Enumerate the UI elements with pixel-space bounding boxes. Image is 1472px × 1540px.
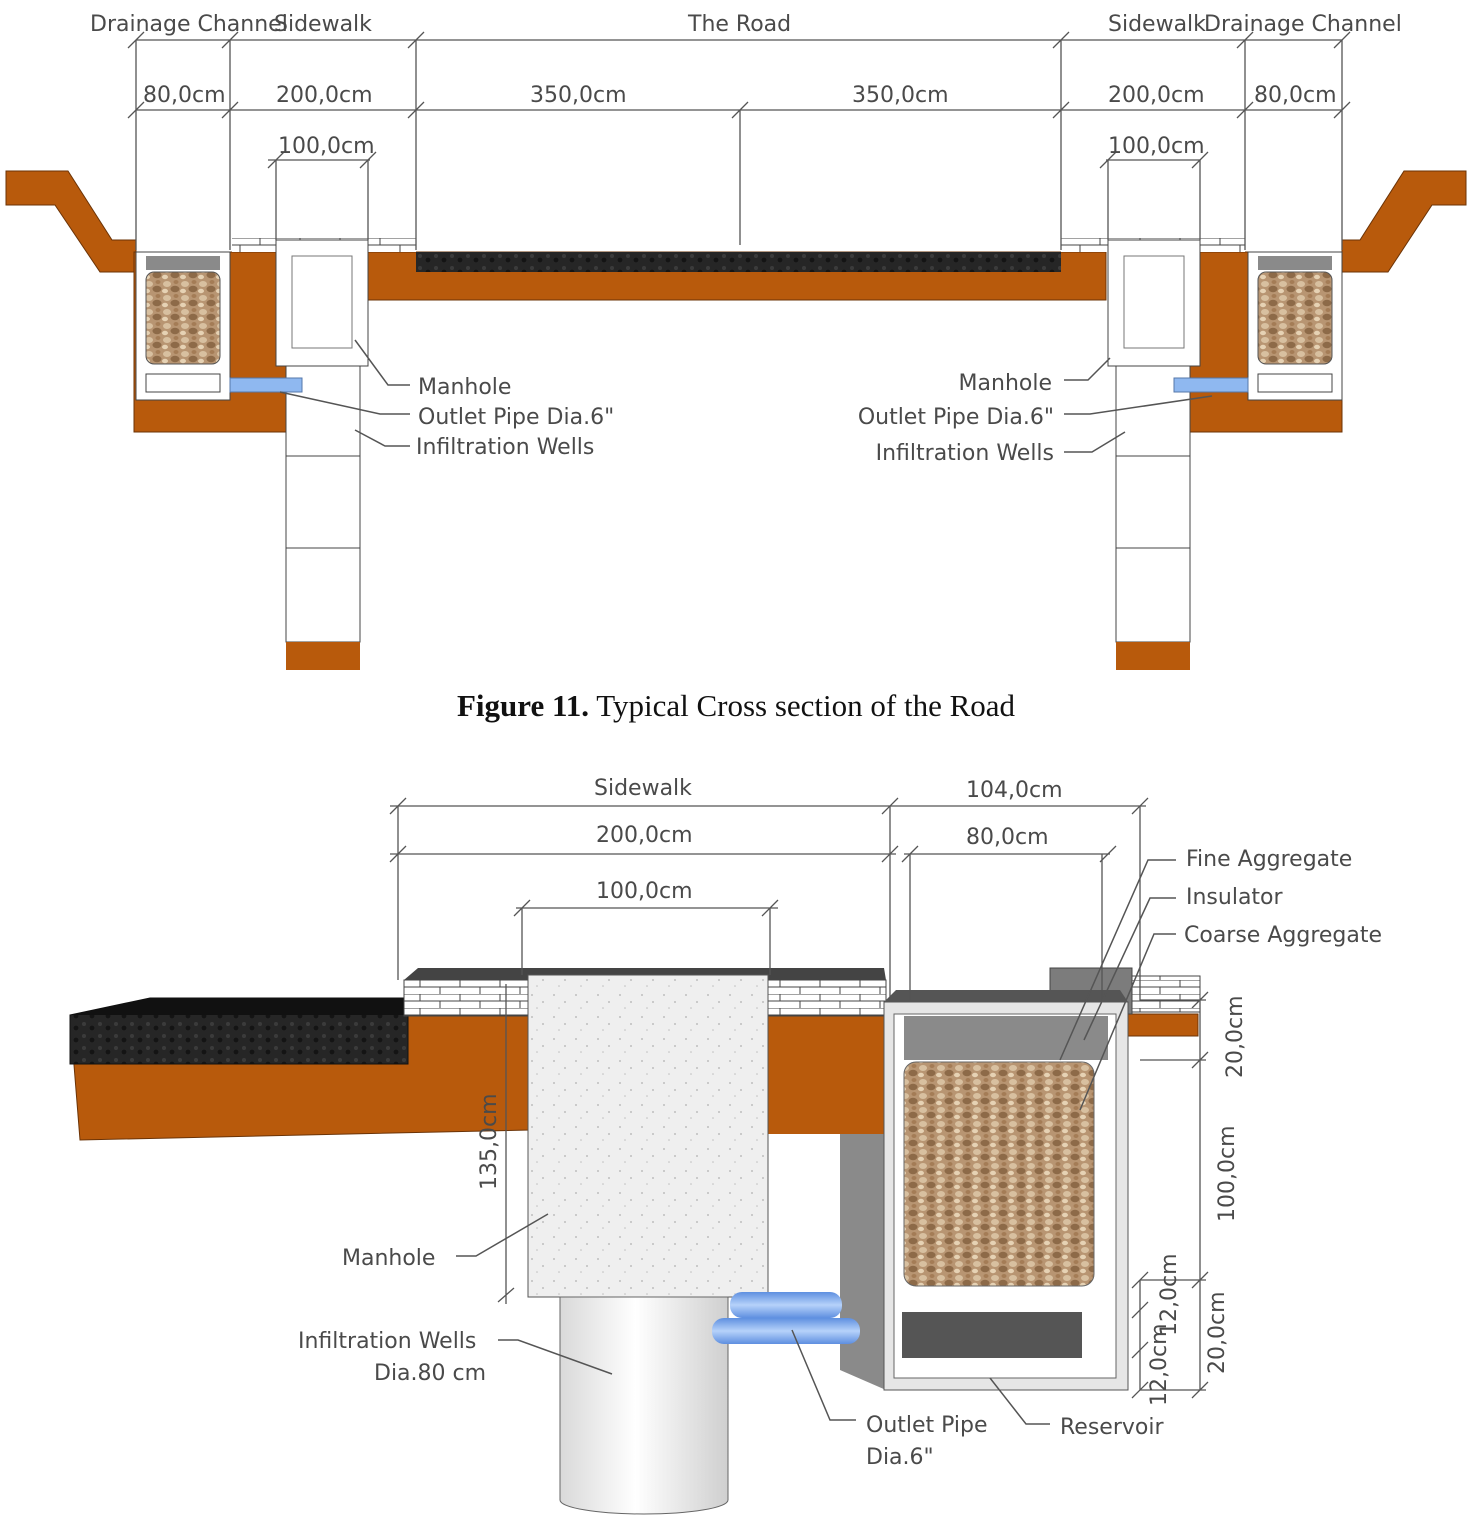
- dim-depth-a: 12,0cm: [1157, 1253, 1182, 1336]
- detail-drawing: Sidewalk 200,0cm 100,0cm 104,0cm 80,0cm …: [69, 776, 1382, 1515]
- header-sidewalk-left: Sidewalk: [274, 12, 372, 37]
- right-well-rings: [1116, 455, 1190, 549]
- dim-depth-b: 20,0cm: [1205, 1291, 1230, 1374]
- detail-manhole-width: 100,0cm: [596, 879, 693, 904]
- detail-soil-right: [1123, 1013, 1199, 1037]
- caption-text: Typical Cross section of the Road: [589, 688, 1016, 723]
- detail-manhole: [527, 974, 769, 1298]
- left-embankment: [5, 170, 137, 273]
- left-infiltration-well: [285, 365, 361, 643]
- label-outlet-pipe-diameter: Dia.6": [866, 1445, 934, 1470]
- callout-manhole-right: Manhole: [959, 371, 1052, 396]
- right-manhole-inner: [1123, 255, 1185, 349]
- road-asphalt: [416, 252, 1061, 272]
- callout-outlet-pipe-right: Outlet Pipe Dia.6": [858, 405, 1054, 430]
- left-well-base: [286, 642, 360, 670]
- header-drainage-channel-left: Drainage Channel: [90, 12, 288, 37]
- left-well-rings: [286, 455, 360, 549]
- label-infiltration-wells: Infiltration Wells: [298, 1329, 476, 1354]
- dim-left-sidewalk: 200,0cm: [276, 83, 373, 108]
- detail-leaders: [456, 859, 1176, 1425]
- right-fine-aggregate: [1258, 256, 1332, 270]
- right-well-base: [1116, 642, 1190, 670]
- dim-road-right: 350,0cm: [852, 83, 949, 108]
- label-manhole: Manhole: [342, 1246, 435, 1271]
- left-reservoir: [145, 373, 221, 393]
- detail-infiltration-well: [559, 1296, 729, 1515]
- detail-outlet-pipe-upper: [730, 1292, 842, 1318]
- detail-fine-aggregate: [904, 1016, 1108, 1060]
- caption-number: Figure 11.: [456, 688, 589, 723]
- header-sidewalk-right: Sidewalk: [1108, 12, 1206, 37]
- dim-road-left: 350,0cm: [530, 83, 627, 108]
- label-wells-diameter: Dia.80 cm: [374, 1361, 486, 1386]
- left-fine-aggregate: [146, 256, 220, 270]
- dim-depth-top: 20,0cm: [1223, 995, 1248, 1078]
- detail-sidewalk-bricks-right: [1127, 975, 1201, 1013]
- callout-outlet-pipe-left: Outlet Pipe Dia.6": [418, 405, 614, 430]
- detail-channel-inner-width: 80,0cm: [966, 825, 1049, 850]
- figure11-leaders: [279, 339, 1213, 453]
- right-infiltration-well: [1115, 365, 1191, 643]
- detail-sidewalk-label: Sidewalk: [594, 776, 692, 801]
- detail-asphalt-top: [70, 998, 408, 1015]
- label-reservoir: Reservoir: [1060, 1415, 1164, 1440]
- callout-manhole-left: Manhole: [418, 375, 511, 400]
- left-manhole-inner: [291, 255, 353, 349]
- detail-reservoir-void: [902, 1312, 1082, 1358]
- callout-infiltration-wells-right: Infiltration Wells: [876, 441, 1054, 466]
- detail-soil-mid: [530, 1015, 886, 1134]
- dim-left-manhole: 100,0cm: [278, 134, 375, 159]
- dim-depth-c: 12,0cm: [1147, 1323, 1172, 1406]
- detail-coarse-aggregate: [903, 1061, 1095, 1287]
- right-outlet-pipe: [1173, 377, 1249, 393]
- dim-depth-mid: 100,0cm: [1215, 1125, 1240, 1222]
- figure11-dimension-lines: [127, 31, 1351, 250]
- detail-outlet-pipe-lower: [712, 1318, 860, 1344]
- left-coarse-aggregate: [145, 271, 221, 365]
- dim-right-channel: 80,0cm: [1254, 83, 1337, 108]
- label-insulator: Insulator: [1186, 885, 1284, 910]
- detail-sidewalk-width: 200,0cm: [596, 823, 693, 848]
- right-embankment: [1341, 170, 1467, 273]
- label-coarse-aggregate: Coarse Aggregate: [1184, 923, 1382, 948]
- header-the-road: The Road: [687, 12, 791, 37]
- right-reservoir: [1257, 373, 1333, 393]
- detail-channel-outer: 104,0cm: [966, 778, 1063, 803]
- figure-caption: Figure 11. Typical Cross section of the …: [0, 688, 1472, 724]
- detail-channel-top: [884, 990, 1128, 1002]
- detail-channel-side: [840, 1134, 886, 1390]
- left-outlet-pipe: [229, 377, 303, 393]
- callout-infiltration-wells-left: Infiltration Wells: [416, 435, 594, 460]
- label-outlet-pipe: Outlet Pipe: [866, 1413, 988, 1438]
- dim-left-channel: 80,0cm: [143, 83, 226, 108]
- header-drainage-channel-right: Drainage Channel: [1204, 12, 1402, 37]
- detail-dimension-lines: [389, 797, 1209, 1399]
- figure11-cross-section: Drainage Channel Sidewalk The Road Sidew…: [5, 12, 1467, 670]
- label-fine-aggregate: Fine Aggregate: [1186, 847, 1352, 872]
- dim-right-manhole: 100,0cm: [1108, 134, 1205, 159]
- right-coarse-aggregate: [1257, 271, 1333, 365]
- dim-right-sidewalk: 200,0cm: [1108, 83, 1205, 108]
- dim-manhole-depth: 135,0cm: [477, 1093, 502, 1190]
